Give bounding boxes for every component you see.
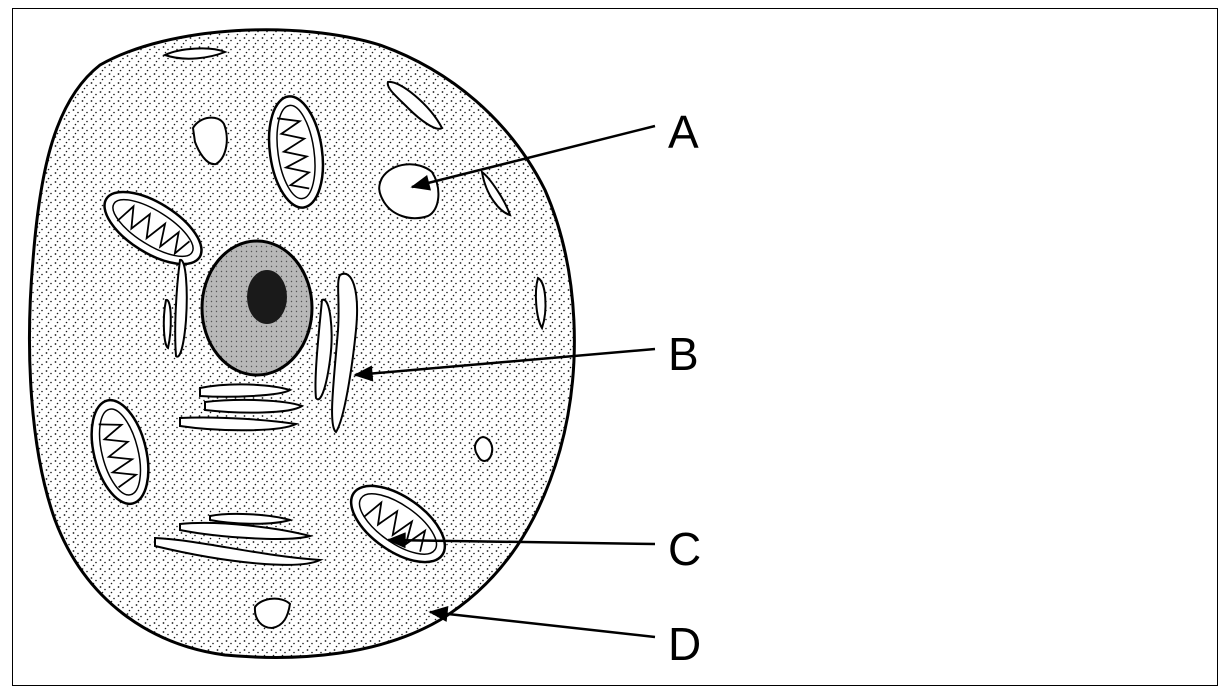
label-b: B [668,328,699,380]
label-d: D [668,618,701,670]
label-a: A [668,106,699,158]
label-c: C [668,523,701,575]
nucleolus [247,270,287,324]
arrow-d [430,612,655,637]
